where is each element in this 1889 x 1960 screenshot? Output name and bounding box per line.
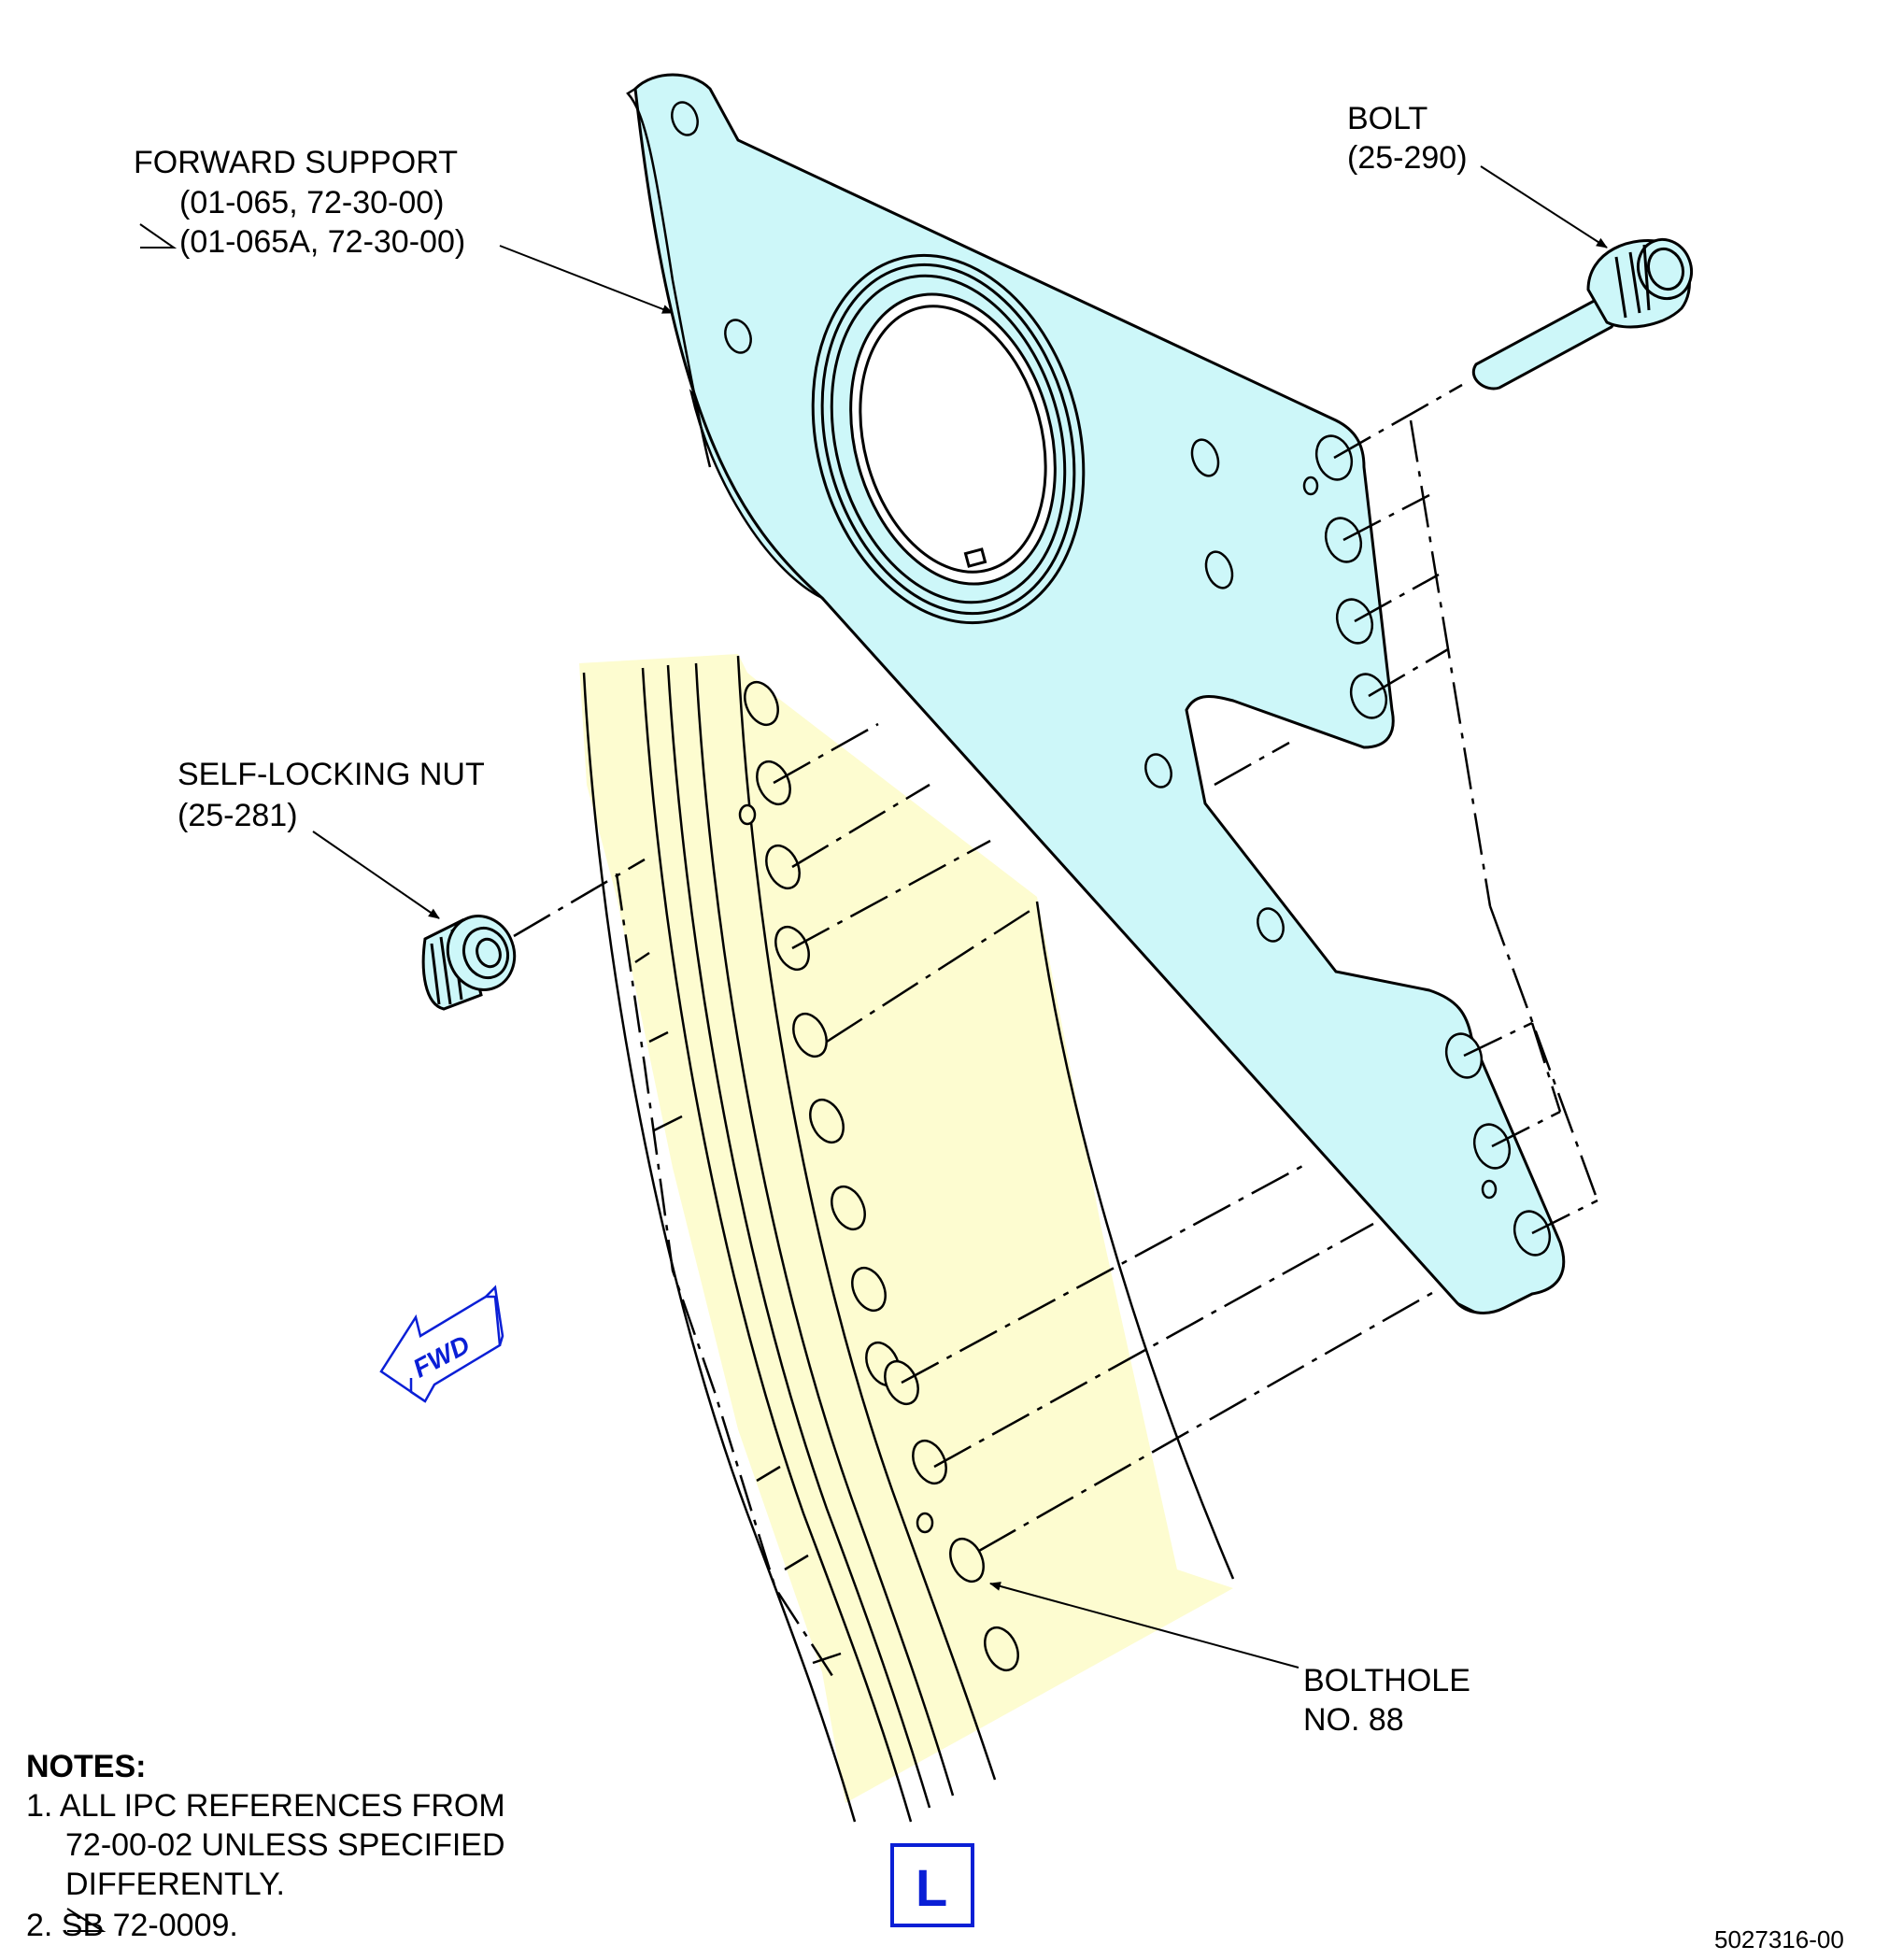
forward-support-name: FORWARD SUPPORT [134, 145, 458, 180]
bolthole-line-1: BOLTHOLE [1303, 1663, 1470, 1698]
callout-bolt: BOLT (25-290) [1347, 101, 1468, 176]
nut-name: SELF-LOCKING NUT [178, 757, 485, 792]
bolthole-line-2: NO. 88 [1303, 1702, 1404, 1738]
alignment-lines [513, 383, 1599, 1553]
side-marker-label: L [916, 1858, 947, 1917]
callout-bolthole: BOLTHOLE NO. 88 [1303, 1663, 1470, 1738]
bolt [1472, 237, 1693, 391]
bearing-ring [811, 253, 1086, 625]
bolt-name: BOLT [1347, 101, 1427, 136]
fwd-direction-arrow: FWD [379, 1285, 504, 1403]
sb-flag-icon [139, 223, 178, 249]
bolt-ref: (25-290) [1347, 140, 1468, 176]
note-1-line-1: 1. ALL IPC REFERENCES FROM [26, 1788, 505, 1824]
callout-forward-support: FORWARD SUPPORT (01-065, 72-30-00) (01-0… [134, 145, 465, 260]
notes-title: NOTES: [26, 1749, 146, 1784]
leader-lines [312, 165, 1608, 1669]
note-2: 2. SB 72-0009. [26, 1908, 238, 1943]
note-1-line-2: 72-00-02 UNLESS SPECIFIED [65, 1827, 505, 1863]
forward-support-ref-1: (01-065, 72-30-00) [179, 185, 445, 220]
nut-ref: (25-281) [178, 798, 298, 833]
figure-number: 5027316-00 [1714, 1925, 1844, 1953]
notes-block: NOTES: 1. ALL IPC REFERENCES FROM 72-00-… [26, 1749, 505, 1943]
side-marker-box: L [890, 1843, 974, 1927]
self-locking-nut [421, 915, 517, 1011]
forward-support-ref-2: (01-065A, 72-30-00) [179, 224, 465, 260]
sb-flag-icon [66, 1908, 107, 1932]
forward-support-bracket [626, 73, 1566, 1314]
callout-self-locking-nut: SELF-LOCKING NUT (25-281) [178, 757, 485, 833]
note-1-line-3: DIFFERENTLY. [65, 1867, 285, 1902]
